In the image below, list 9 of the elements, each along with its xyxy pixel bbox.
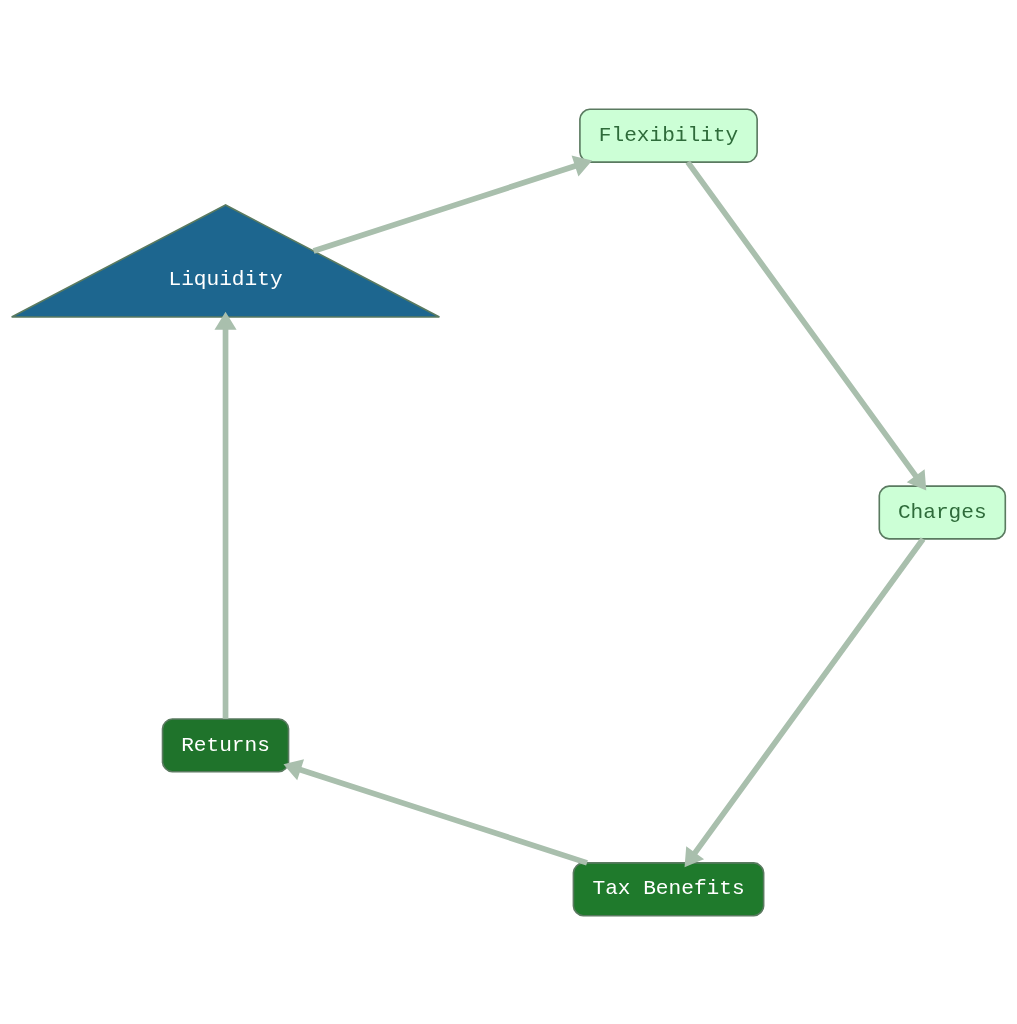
arrow [685, 160, 927, 490]
node-box: Tax Benefits [572, 861, 765, 917]
node-box: Flexibility [579, 107, 758, 163]
node-box: Charges [878, 484, 1007, 540]
arrow [214, 311, 237, 719]
arrow [684, 536, 926, 867]
arrow [312, 155, 593, 254]
node-box: Returns [161, 717, 290, 773]
arrow [283, 758, 588, 866]
